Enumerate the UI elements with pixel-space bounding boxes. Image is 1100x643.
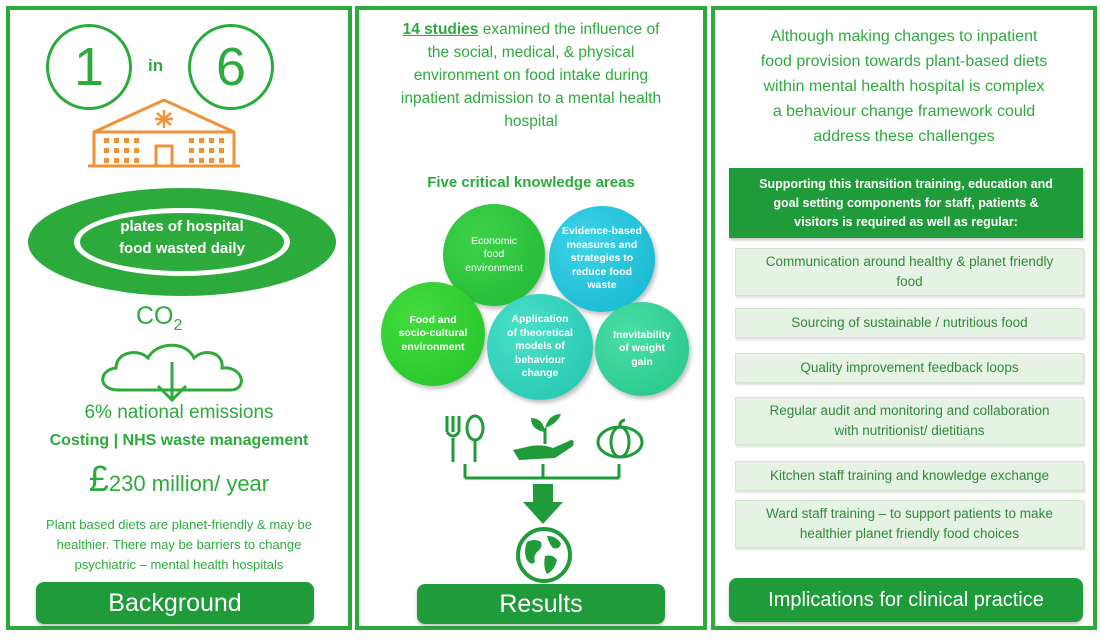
bubble-theory-line-3: models of (515, 340, 565, 353)
bubble-theory-line-2: of theoretical (507, 326, 573, 339)
bubble-evidence-line-4: reduce food (571, 265, 633, 278)
bubble-evidence-line-1: Evidence-based (562, 224, 642, 237)
bubble-evidence-line-2: measures and (566, 238, 638, 251)
item-3-line-1: Regular audit and monitoring and collabo… (769, 403, 1050, 419)
bubble-evidence-line-5: waste (587, 279, 617, 292)
cloud-icon (101, 343, 243, 403)
results-label: Results (417, 584, 665, 624)
down-arrow-icon (523, 484, 563, 524)
list-item-ward-training: Ward staff training – to support patient… (735, 500, 1084, 548)
item-0-line-1: Communication around healthy & planet fr… (765, 254, 1054, 270)
impl-intro-line-4: a behaviour change framework could (772, 103, 1036, 120)
list-item-communication: Communication around healthy & planet fr… (735, 248, 1084, 296)
implications-panel: Although making changes to inpatient foo… (711, 6, 1097, 630)
cost-value: £230 million/ year (10, 458, 348, 500)
bubble-weight-line-3: gain (631, 355, 653, 368)
down-arrow-icon (156, 362, 188, 403)
impl-intro-line-5: address these challenges (813, 128, 995, 145)
plates-line-2: food wasted daily (119, 240, 245, 257)
support-line-2: goal setting components for staff, patie… (773, 195, 1039, 210)
note-line-2: healthier. There may be barriers to chan… (56, 537, 302, 552)
areas-title: Five critical knowledge areas (427, 174, 635, 191)
implications-intro: Although making changes to inpatient foo… (715, 24, 1093, 149)
ratio-circle-one: 1 (46, 24, 132, 110)
intro-line-3: environment on food intake during (413, 67, 649, 84)
pound-sign: £ (88, 458, 109, 499)
implications-label: Implications for clinical practice (729, 578, 1083, 622)
co2-text: CO (136, 302, 174, 330)
bubble-weight-line-1: Inevitability (613, 328, 671, 341)
intro-line-4: inpatient admission to a mental health (400, 90, 662, 107)
ratio-circle-six: 6 (188, 24, 274, 110)
results-panel: 14 studies examined the influence of the… (355, 6, 707, 630)
plate-icon (28, 188, 336, 296)
bubble-theory-line-5: change (521, 367, 559, 380)
item-5-line-1: Ward staff training – to support patient… (766, 506, 1053, 522)
item-4-line-1: Kitchen staff training and knowledge exc… (770, 468, 1049, 484)
note-line-1: Plant based diets are planet-friendly & … (46, 517, 312, 532)
impl-intro-line-2: food provision towards plant-based diets (760, 53, 1048, 70)
bubble-economic-line-1: Economic (470, 234, 518, 247)
connector-arrows (463, 464, 621, 524)
support-line-1: Supporting this transition training, edu… (759, 176, 1053, 191)
bubble-food-sociocultural: Food and socio-cultural environment (381, 282, 485, 386)
bubble-theory-line-4: behaviour (514, 353, 566, 366)
ratio-numerator: 1 (73, 37, 105, 97)
bubble-food-line-3: environment (401, 340, 465, 353)
co2-label: CO2 (136, 302, 182, 335)
list-item-kitchen-training: Kitchen staff training and knowledge exc… (735, 461, 1084, 491)
intro-line-5: hospital (504, 113, 558, 130)
list-item-quality-improvement: Quality improvement feedback loops (735, 353, 1084, 383)
results-intro: 14 studies examined the influence of the… (359, 18, 703, 133)
support-banner: Supporting this transition training, edu… (729, 168, 1083, 238)
bubble-food-line-2: socio-cultural (398, 327, 468, 340)
impl-intro-line-3: within mental health hospital is complex (763, 78, 1045, 95)
bubble-food-line-1: Food and (409, 313, 457, 326)
note-line-3: psychiatric – mental health hospitals (74, 557, 284, 572)
pumpkin-icon (596, 418, 644, 459)
list-item-sourcing: Sourcing of sustainable / nutritious foo… (735, 308, 1084, 338)
background-panel: 1 in 6 plates of hospital (6, 6, 352, 630)
cost-amount: 230 million/ year (108, 471, 270, 496)
plates-line-1: plates of hospital (120, 218, 244, 235)
item-1-line-1: Sourcing of sustainable / nutritious foo… (791, 315, 1028, 331)
co2-subscript: 2 (173, 317, 183, 334)
bubble-theory-line-1: Application (511, 312, 569, 325)
item-3-line-2: with nutritionist/ dietitians (834, 423, 985, 438)
globe-icon (516, 527, 572, 583)
support-line-3: visitors is required as well as regular: (794, 214, 1018, 229)
item-0-line-2: food (896, 274, 923, 289)
bubble-economic-line-2: food (483, 248, 505, 261)
background-note: Plant based diets are planet-friendly & … (10, 515, 348, 575)
emissions-text: 6% national emissions (84, 402, 274, 423)
bubble-theoretical-models: Application of theoretical models of beh… (487, 294, 593, 400)
background-label: Background (36, 582, 314, 624)
costing-text: Costing | NHS waste management (49, 432, 309, 449)
item-2-line-1: Quality improvement feedback loops (800, 360, 1019, 376)
plates-wasted-text: plates of hospital food wasted daily (70, 216, 294, 260)
list-item-audit-monitoring: Regular audit and monitoring and collabo… (735, 397, 1084, 445)
bubble-evidence: Evidence-based measures and strategies t… (549, 206, 655, 312)
item-5-line-2: healthier planet friendly food choices (799, 526, 1020, 541)
bubble-weight-gain: Inevitability of weight gain (595, 302, 689, 396)
cutlery-icon (445, 414, 485, 462)
ratio-denominator: 6 (215, 37, 247, 97)
ratio-in-label: in (148, 56, 164, 75)
impl-intro-line-1: Although making changes to inpatient (770, 28, 1038, 45)
hospital-icon (88, 98, 240, 168)
bubble-evidence-line-3: strategies to (570, 252, 634, 265)
hand-plant-icon (513, 414, 574, 460)
bubble-weight-line-2: of weight (618, 342, 666, 355)
studies-count: 14 studies (402, 21, 479, 38)
bubble-economic-line-3: environment (465, 261, 523, 274)
intro-line-1: examined the influence of (478, 21, 660, 38)
intro-line-2: the social, medical, & physical (427, 44, 635, 61)
